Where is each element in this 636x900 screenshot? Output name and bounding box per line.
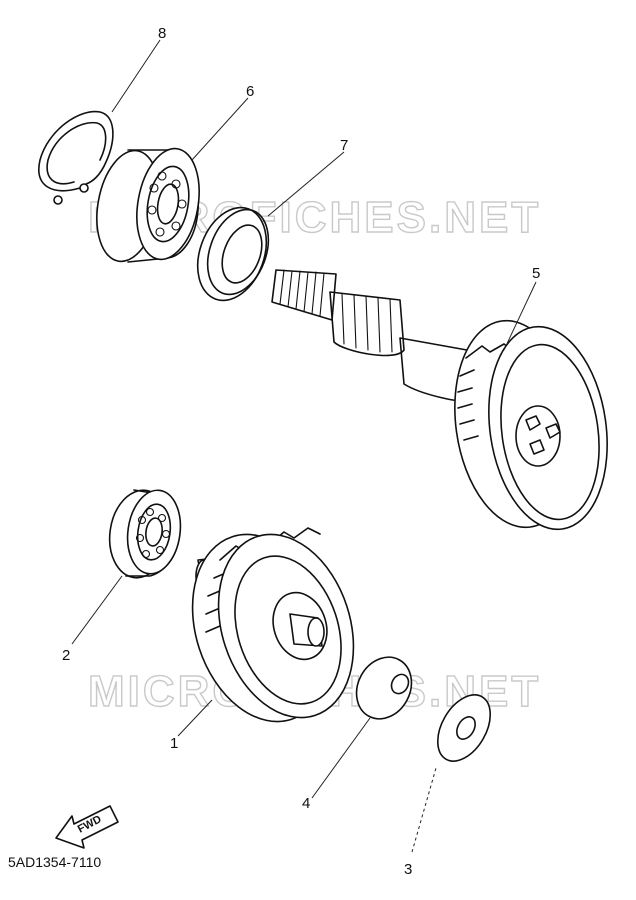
leader-line-4 [311, 717, 371, 799]
leader-line-7 [267, 151, 345, 217]
gear-part-1 [191, 527, 355, 723]
circlip-part-8 [38, 110, 114, 205]
leader-line-1 [177, 699, 213, 737]
callout-1: 1 [170, 735, 178, 752]
washer-part-3 [436, 694, 492, 762]
forward-arrow-icon: FWD [55, 805, 119, 849]
washer-part-4 [355, 656, 413, 720]
bearing-part-2 [108, 489, 182, 579]
oil-seal-part-7 [196, 206, 270, 302]
part-code: 5AD1354-7110 [8, 854, 102, 870]
leader-line-2 [71, 575, 123, 645]
leader-line-6 [191, 97, 249, 161]
shaft-gear-part-5 [271, 269, 608, 531]
callout-6: 6 [246, 83, 254, 100]
leader-line-5 [503, 281, 537, 351]
callout-4: 4 [302, 795, 310, 812]
callout-5: 5 [532, 265, 540, 282]
callout-7: 7 [340, 137, 348, 154]
leader-line-8 [111, 39, 161, 113]
callout-2: 2 [62, 647, 70, 664]
callout-8: 8 [158, 25, 166, 42]
leader-line-3 [411, 767, 437, 853]
callout-3: 3 [404, 861, 412, 878]
bearing-part-6 [96, 147, 200, 263]
